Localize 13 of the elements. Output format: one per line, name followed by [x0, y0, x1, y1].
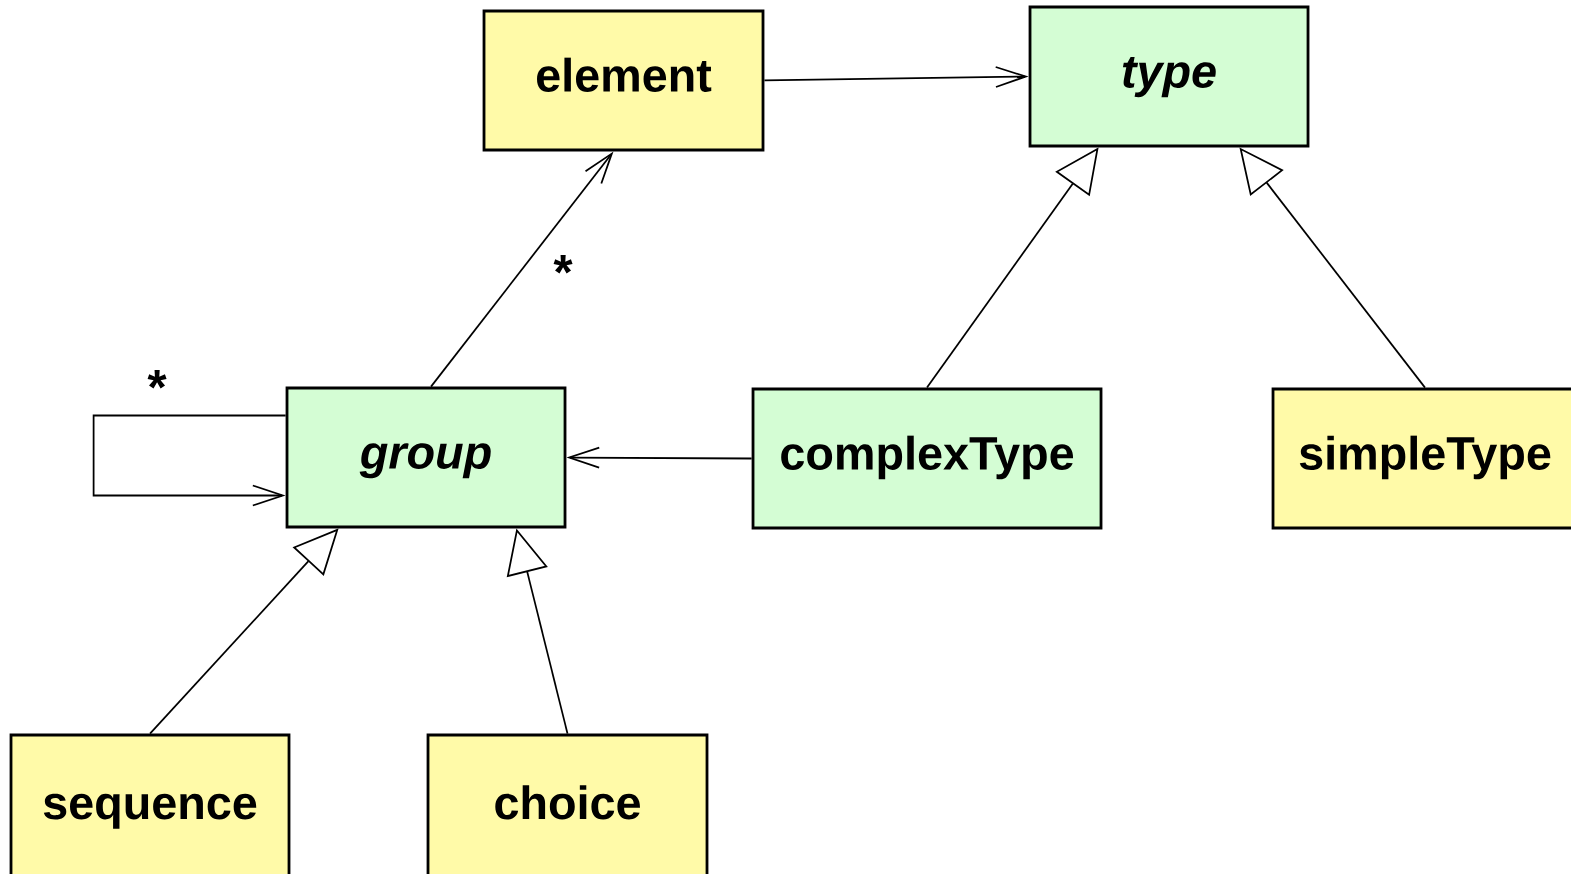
edge-label: * [147, 370, 167, 389]
class-box: group [285, 386, 567, 529]
arrow [763, 66, 1029, 88]
class-box: simpleType [1271, 387, 1571, 530]
arrow [92, 414, 287, 507]
class-box: element [482, 9, 765, 152]
arrow [430, 151, 614, 388]
class-box: choice [426, 733, 709, 874]
arrow [566, 446, 753, 469]
edge-label: * [553, 255, 573, 274]
class-box: complexType [751, 387, 1103, 530]
class-box: sequence [9, 733, 291, 874]
class-box: type [1028, 5, 1310, 148]
